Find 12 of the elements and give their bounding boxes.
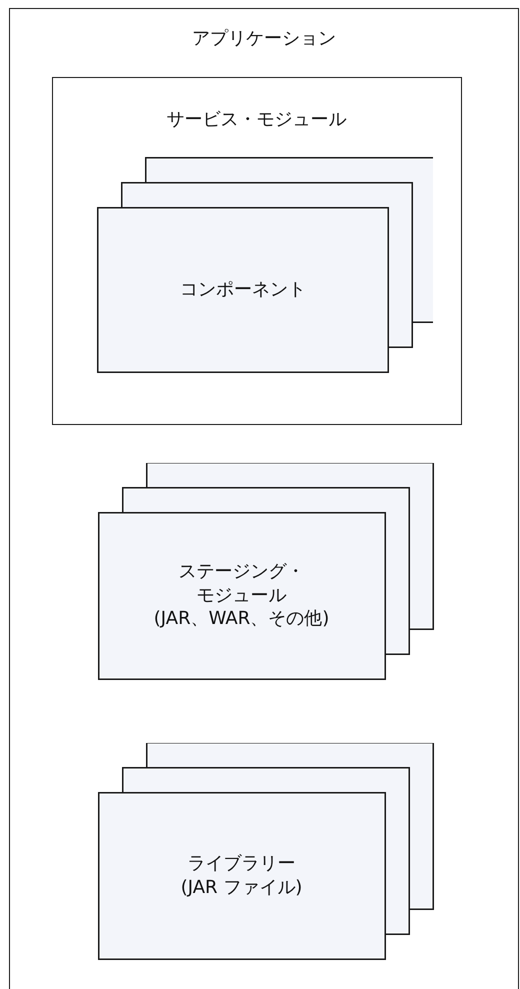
module-subtitle: (JAR ファイル) <box>180 876 302 899</box>
container-box <box>9 8 519 989</box>
module-title: サービス・モジュール <box>166 108 346 131</box>
module-title: ライブラリー <box>188 852 296 876</box>
container-box <box>52 76 462 424</box>
module-stack <box>98 462 434 680</box>
module-stack <box>98 742 434 960</box>
module-title: アプリケーション <box>192 27 336 50</box>
module-title: ステージング・モジュール <box>178 560 306 608</box>
module-stack <box>97 157 433 373</box>
module-subtitle: (JAR、WAR、その他) <box>154 607 330 631</box>
module-title: コンポーネント <box>180 278 306 302</box>
